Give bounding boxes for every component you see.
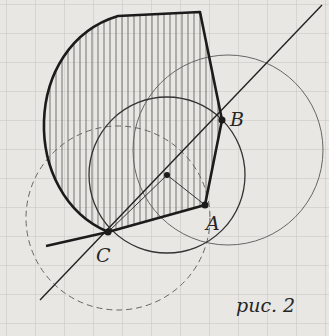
figure-caption: рис. 2 <box>236 296 295 315</box>
line-cb <box>40 5 322 300</box>
point-a <box>202 202 209 209</box>
center-point <box>164 172 170 178</box>
point-b <box>219 117 226 124</box>
bold-segment <box>46 232 108 246</box>
point-label: C <box>96 246 111 265</box>
point-label: B <box>230 110 244 129</box>
bold-outline <box>44 12 222 232</box>
radius <box>167 175 205 205</box>
point-label: A <box>206 214 220 233</box>
point-c <box>105 229 112 236</box>
hatched-region <box>44 12 222 232</box>
